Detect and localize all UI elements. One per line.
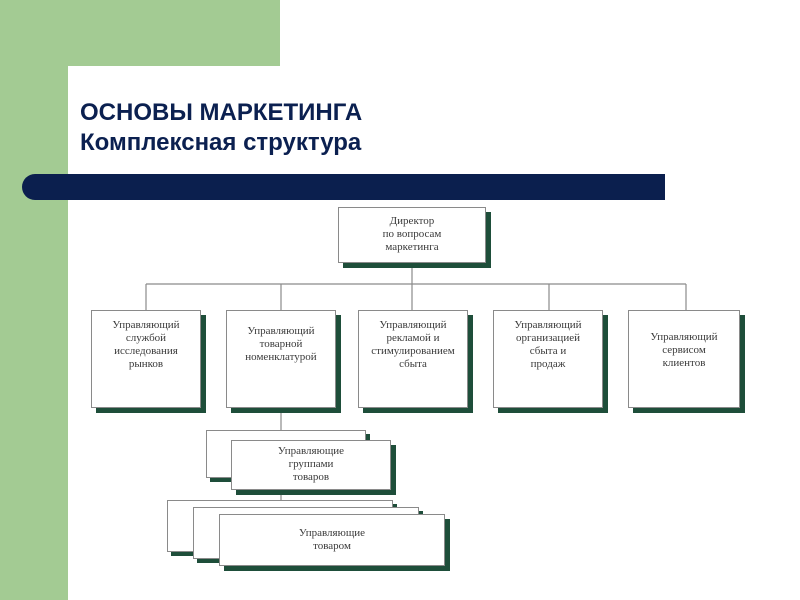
manager-box-customer-service: Управляющий сервисом клиентов [628, 310, 740, 408]
top-accent-block [0, 0, 280, 66]
manager-5-line-1: Управляющий [650, 331, 718, 343]
manager-1-line-3: исследования [114, 345, 178, 357]
manager-4-line-3: сбыта и [529, 345, 567, 357]
manager-3-line-2: рекламой и [386, 332, 440, 344]
group-managers-line-1: Управляющие [277, 445, 345, 457]
group-managers-line-3: товаров [292, 471, 330, 483]
manager-4-line-1: Управляющий [514, 319, 582, 331]
page-title: ОСНОВЫ МАРКЕТИНГА Комплексная структура [80, 98, 362, 158]
manager-box-product-range: Управляющий товарной номенклатурой [226, 310, 336, 408]
manager-box-sales: Управляющий организацией сбыта и продаж [493, 310, 603, 408]
manager-5-line-2: сервисом [662, 344, 706, 356]
divider-bar [22, 174, 665, 200]
manager-5-line-3: клиентов [662, 357, 706, 369]
product-managers-line-2: товаром [313, 540, 351, 552]
manager-3-line-4: сбыта [399, 358, 427, 370]
title-main: ОСНОВЫ МАРКЕТИНГА [80, 99, 363, 126]
director-box: Директор по вопросам маркетинга [338, 207, 486, 263]
manager-2-line-1: Управляющий [247, 325, 315, 337]
manager-3-line-1: Управляющий [379, 319, 447, 331]
group-managers-line-2: группами [288, 458, 334, 470]
director-line-1: Директор [389, 215, 435, 227]
group-managers-box: Управляющие группами товаров [231, 440, 391, 490]
title-subtitle: Комплексная структура [80, 129, 362, 156]
manager-1-line-1: Управляющий [112, 319, 180, 331]
side-accent-strip [0, 0, 68, 600]
director-line-2: по вопросам [382, 228, 442, 240]
manager-2-line-3: номенклатурой [245, 351, 317, 363]
product-managers-box: Управляющие товаром [219, 514, 445, 566]
manager-1-line-2: службой [125, 332, 167, 344]
manager-4-line-2: организацией [516, 332, 580, 344]
product-managers-line-1: Управляющие [298, 527, 366, 539]
manager-box-advertising: Управляющий рекламой и стимулированием с… [358, 310, 468, 408]
manager-1-line-4: рынков [128, 358, 164, 370]
manager-2-line-2: товарной [259, 338, 303, 350]
manager-3-line-3: стимулированием [371, 345, 455, 357]
manager-box-market-research: Управляющий службой исследования рынков [91, 310, 201, 408]
director-line-3: маркетинга [385, 241, 439, 253]
manager-4-line-4: продаж [530, 358, 566, 370]
